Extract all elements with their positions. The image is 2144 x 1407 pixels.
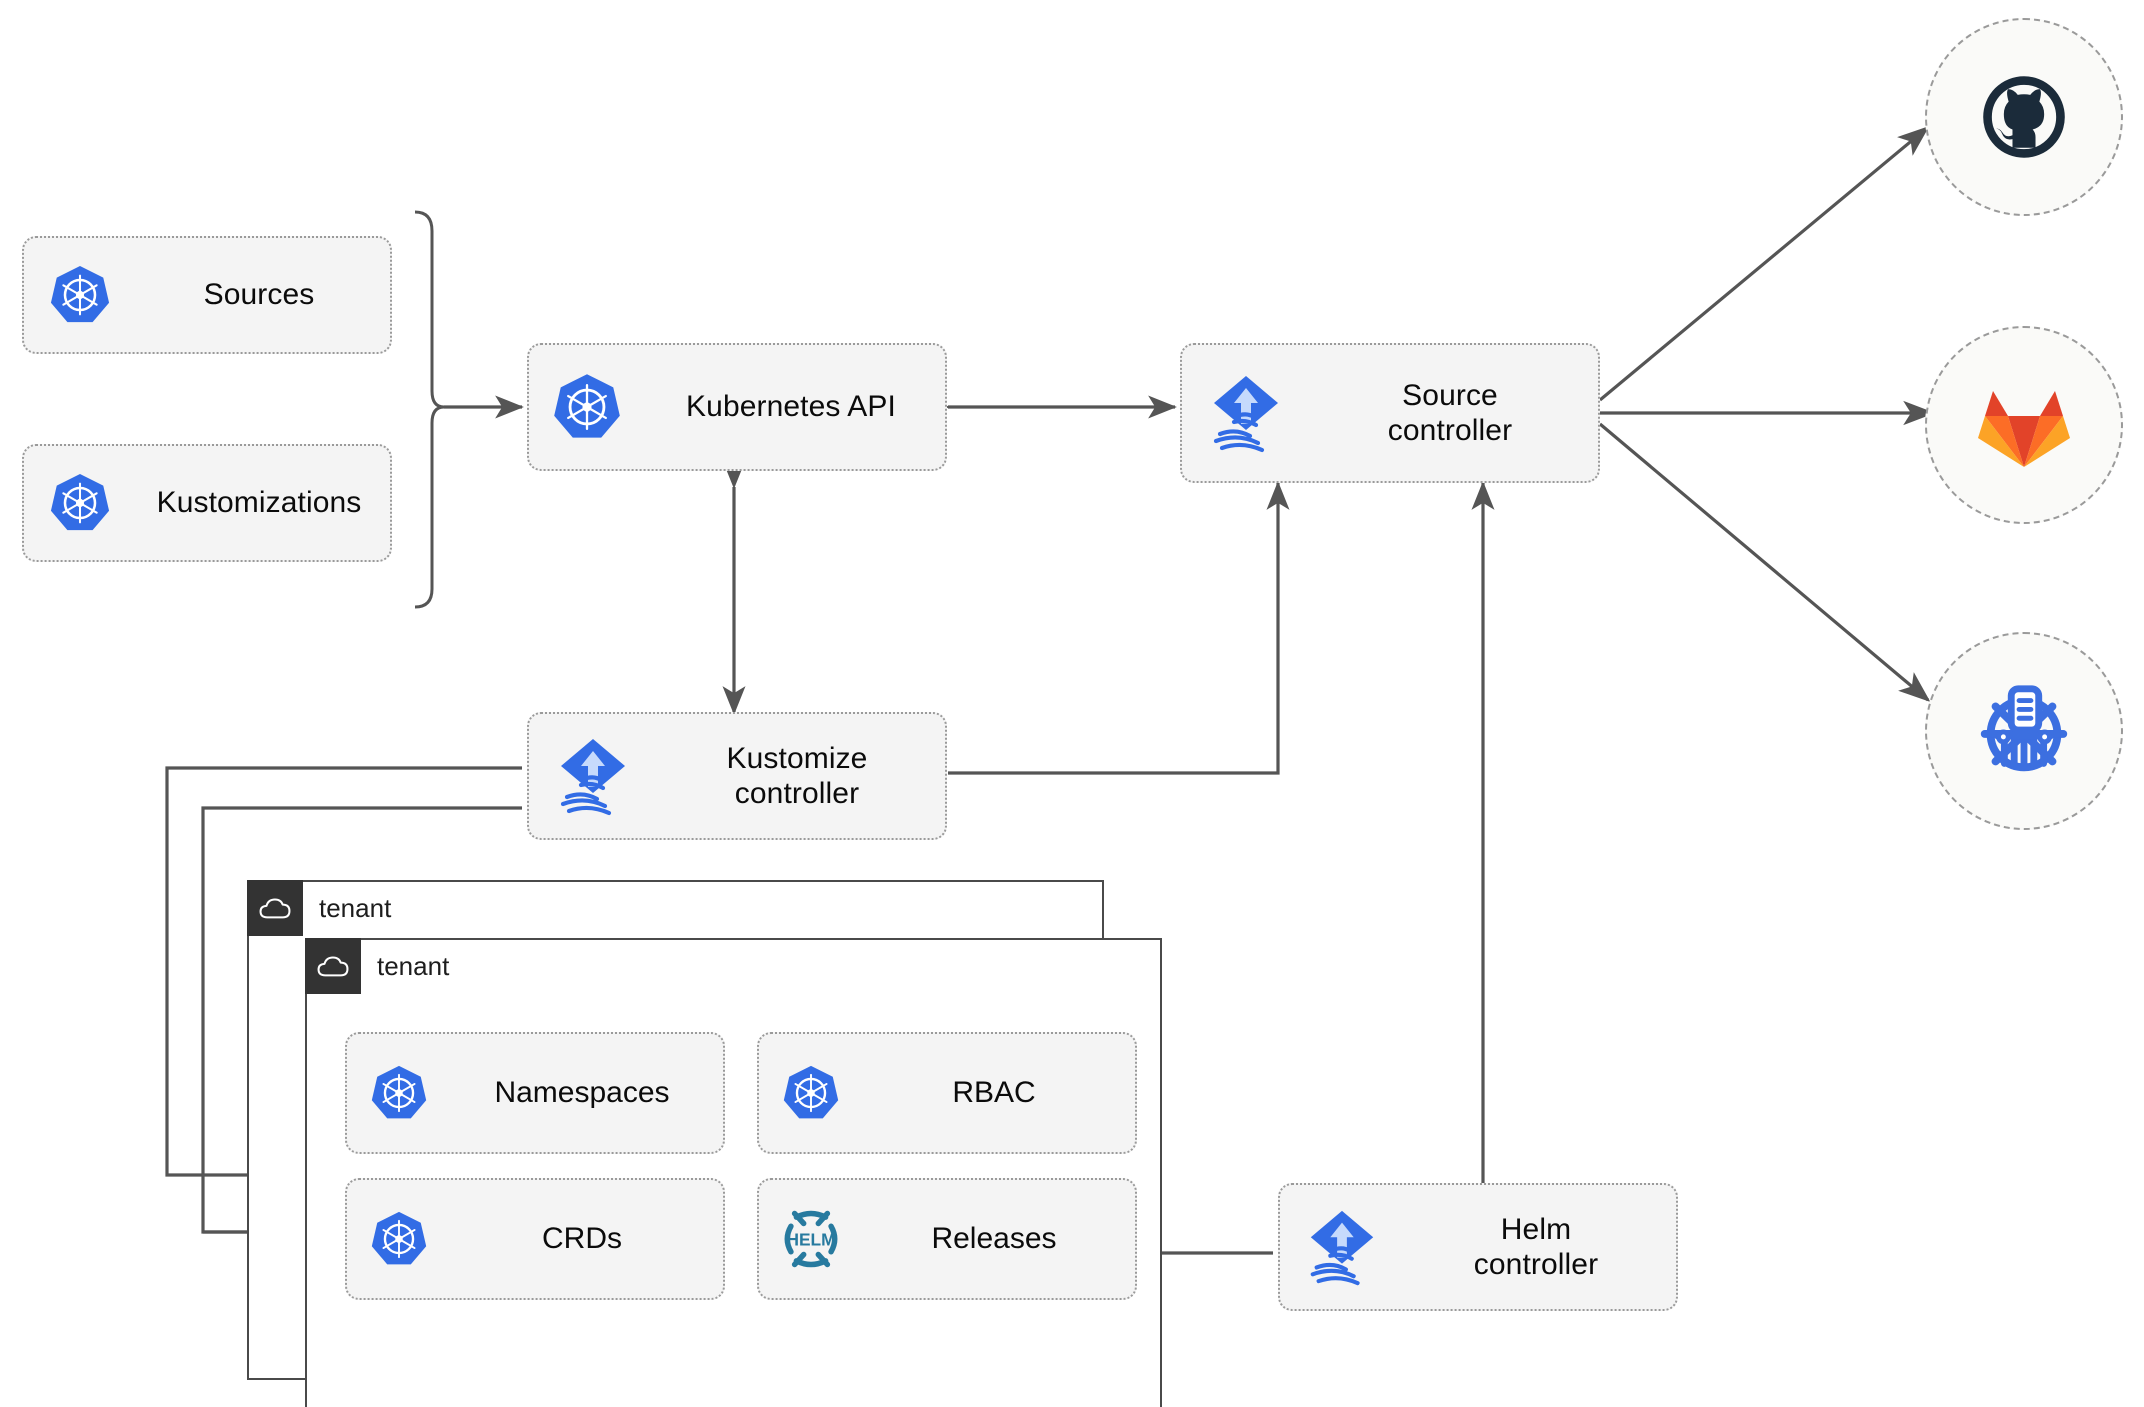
node-source-controller[interactable]: Source controller [1180,343,1600,483]
node-namespaces[interactable]: Namespaces [345,1032,725,1154]
tenant-label: tenant [377,951,450,981]
node-label: Namespaces [494,1076,670,1109]
tenant-contents: Namespaces [345,1032,1137,1300]
provider-github[interactable] [1925,18,2123,216]
tenant-label: tenant [319,893,392,923]
kubernetes-icon [759,1064,863,1122]
kubernetes-icon [347,1064,451,1122]
node-label: CRDs [542,1222,622,1255]
helm-icon: HELM [759,1208,863,1270]
kubernetes-icon [529,372,645,442]
cloud-icon [247,880,303,936]
tenant-panel-front[interactable]: tenant [305,938,1162,1407]
helm-repository-icon [1980,685,2068,772]
tenant-header: tenant [247,880,391,936]
node-label: Releases [931,1222,1057,1255]
cloud-icon [305,938,361,994]
node-label: Source controller [1387,378,1513,447]
node-sources[interactable]: Sources [22,236,392,354]
node-label: RBAC [952,1076,1036,1109]
gitlab-icon [1978,391,2070,467]
tenant-header: tenant [305,938,449,994]
node-releases[interactable]: HELM Releases [757,1178,1137,1300]
kubernetes-icon [24,264,136,326]
flux-icon [1182,372,1310,454]
kubernetes-icon [347,1210,451,1268]
svg-text:HELM: HELM [786,1229,835,1249]
kubernetes-icon [24,472,136,534]
flux-icon [529,735,657,817]
node-kustomize-controller[interactable]: Kustomize controller [527,712,947,840]
node-helm-controller[interactable]: Helm controller [1278,1183,1678,1311]
node-kubernetes-api[interactable]: Kubernetes API [527,343,947,471]
node-kustomizations[interactable]: Kustomizations [22,444,392,562]
provider-gitlab[interactable] [1925,326,2123,524]
flux-icon [1280,1207,1404,1287]
node-rbac[interactable]: RBAC [757,1032,1137,1154]
node-crds[interactable]: CRDs [345,1178,725,1300]
node-label: Sources [203,278,315,312]
node-label: Kustomizations [156,486,362,520]
node-label: Kubernetes API [686,390,896,424]
provider-helm-repository[interactable] [1925,632,2123,830]
node-label: Helm controller [1473,1212,1599,1281]
github-icon [1983,76,2065,158]
node-label: Kustomize controller [726,741,868,810]
